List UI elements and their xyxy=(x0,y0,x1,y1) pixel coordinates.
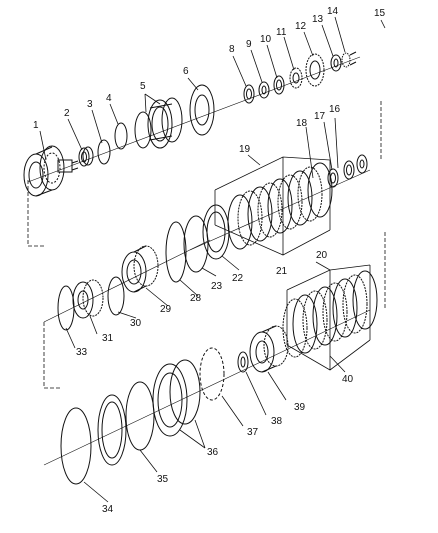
part-30-snap-ring xyxy=(107,276,125,316)
part-17-bearing xyxy=(343,160,355,180)
callout-35: 35 xyxy=(157,474,169,485)
axis-middle xyxy=(189,169,371,251)
part-10-washer xyxy=(273,75,285,95)
callout-28: 28 xyxy=(190,293,202,304)
part-4-snap-ring xyxy=(114,122,128,150)
axis-lower xyxy=(43,239,211,323)
callout-21: 21 xyxy=(276,266,288,277)
callout-3: 3 xyxy=(87,99,93,110)
part-36-piston xyxy=(152,359,201,437)
part-33-snap-ring xyxy=(57,285,75,331)
callout-33: 33 xyxy=(76,347,88,358)
callout-31: 31 xyxy=(102,333,114,344)
callout-10: 10 xyxy=(260,34,272,45)
callout-4: 4 xyxy=(106,93,112,104)
callout-18: 18 xyxy=(296,118,308,129)
part-39-hub xyxy=(249,325,289,373)
callout-38: 38 xyxy=(271,416,283,427)
axis-top xyxy=(27,56,361,183)
part-38-washer xyxy=(237,351,249,373)
part-14-nut xyxy=(341,51,357,68)
leader-lines xyxy=(39,16,386,503)
callout-9: 9 xyxy=(246,39,252,50)
part-16-washer xyxy=(356,154,368,174)
bracket-19-21 xyxy=(214,156,331,256)
connector-top xyxy=(27,180,44,247)
callout-22: 22 xyxy=(232,273,244,284)
clutch-pack-20-40 xyxy=(282,270,378,358)
callout-17: 17 xyxy=(314,111,326,122)
connector-left-2 xyxy=(43,322,60,389)
part-35-seal-ring xyxy=(97,381,155,466)
axis-bottom xyxy=(43,309,371,466)
part-13-bearing xyxy=(330,54,342,72)
callout-40: 40 xyxy=(342,374,354,385)
callout-15: 15 xyxy=(374,8,386,19)
part-31-gear-carrier xyxy=(72,279,104,319)
callout-13: 13 xyxy=(312,14,324,25)
callout-37: 37 xyxy=(247,427,259,438)
callout-20: 20 xyxy=(316,250,328,261)
callout-14: 14 xyxy=(327,6,339,17)
part-6-plate xyxy=(189,84,215,136)
callout-12: 12 xyxy=(295,21,307,32)
part-29-drum xyxy=(121,245,159,293)
part-11-sun-gear xyxy=(289,67,303,89)
callout-5: 5 xyxy=(140,81,146,92)
callout-2: 2 xyxy=(64,108,70,119)
callout-19: 19 xyxy=(239,144,251,155)
part-3-snap-ring xyxy=(97,139,111,165)
part-5-clutch-hub xyxy=(134,97,183,149)
callout-16: 16 xyxy=(329,104,341,115)
callout-34: 34 xyxy=(102,504,114,515)
part-9-bearing xyxy=(258,81,270,99)
part-2-bearing xyxy=(78,146,94,167)
part-23-snap-ring xyxy=(183,215,209,273)
part-18-washer xyxy=(327,168,339,188)
callout-8: 8 xyxy=(229,44,235,55)
callout-36: 36 xyxy=(207,447,219,458)
callout-23: 23 xyxy=(211,281,223,292)
callout-29: 29 xyxy=(160,304,172,315)
part-28-ring xyxy=(165,221,187,283)
part-12-gear xyxy=(305,53,325,87)
callout-6: 6 xyxy=(183,66,189,77)
callout-1: 1 xyxy=(33,120,39,131)
callout-30: 30 xyxy=(130,318,142,329)
part-1-housing xyxy=(23,145,79,197)
callout-39: 39 xyxy=(294,402,306,413)
part-34-snap-ring xyxy=(60,407,92,485)
callout-11: 11 xyxy=(276,27,287,38)
part-37-spring xyxy=(199,347,225,401)
